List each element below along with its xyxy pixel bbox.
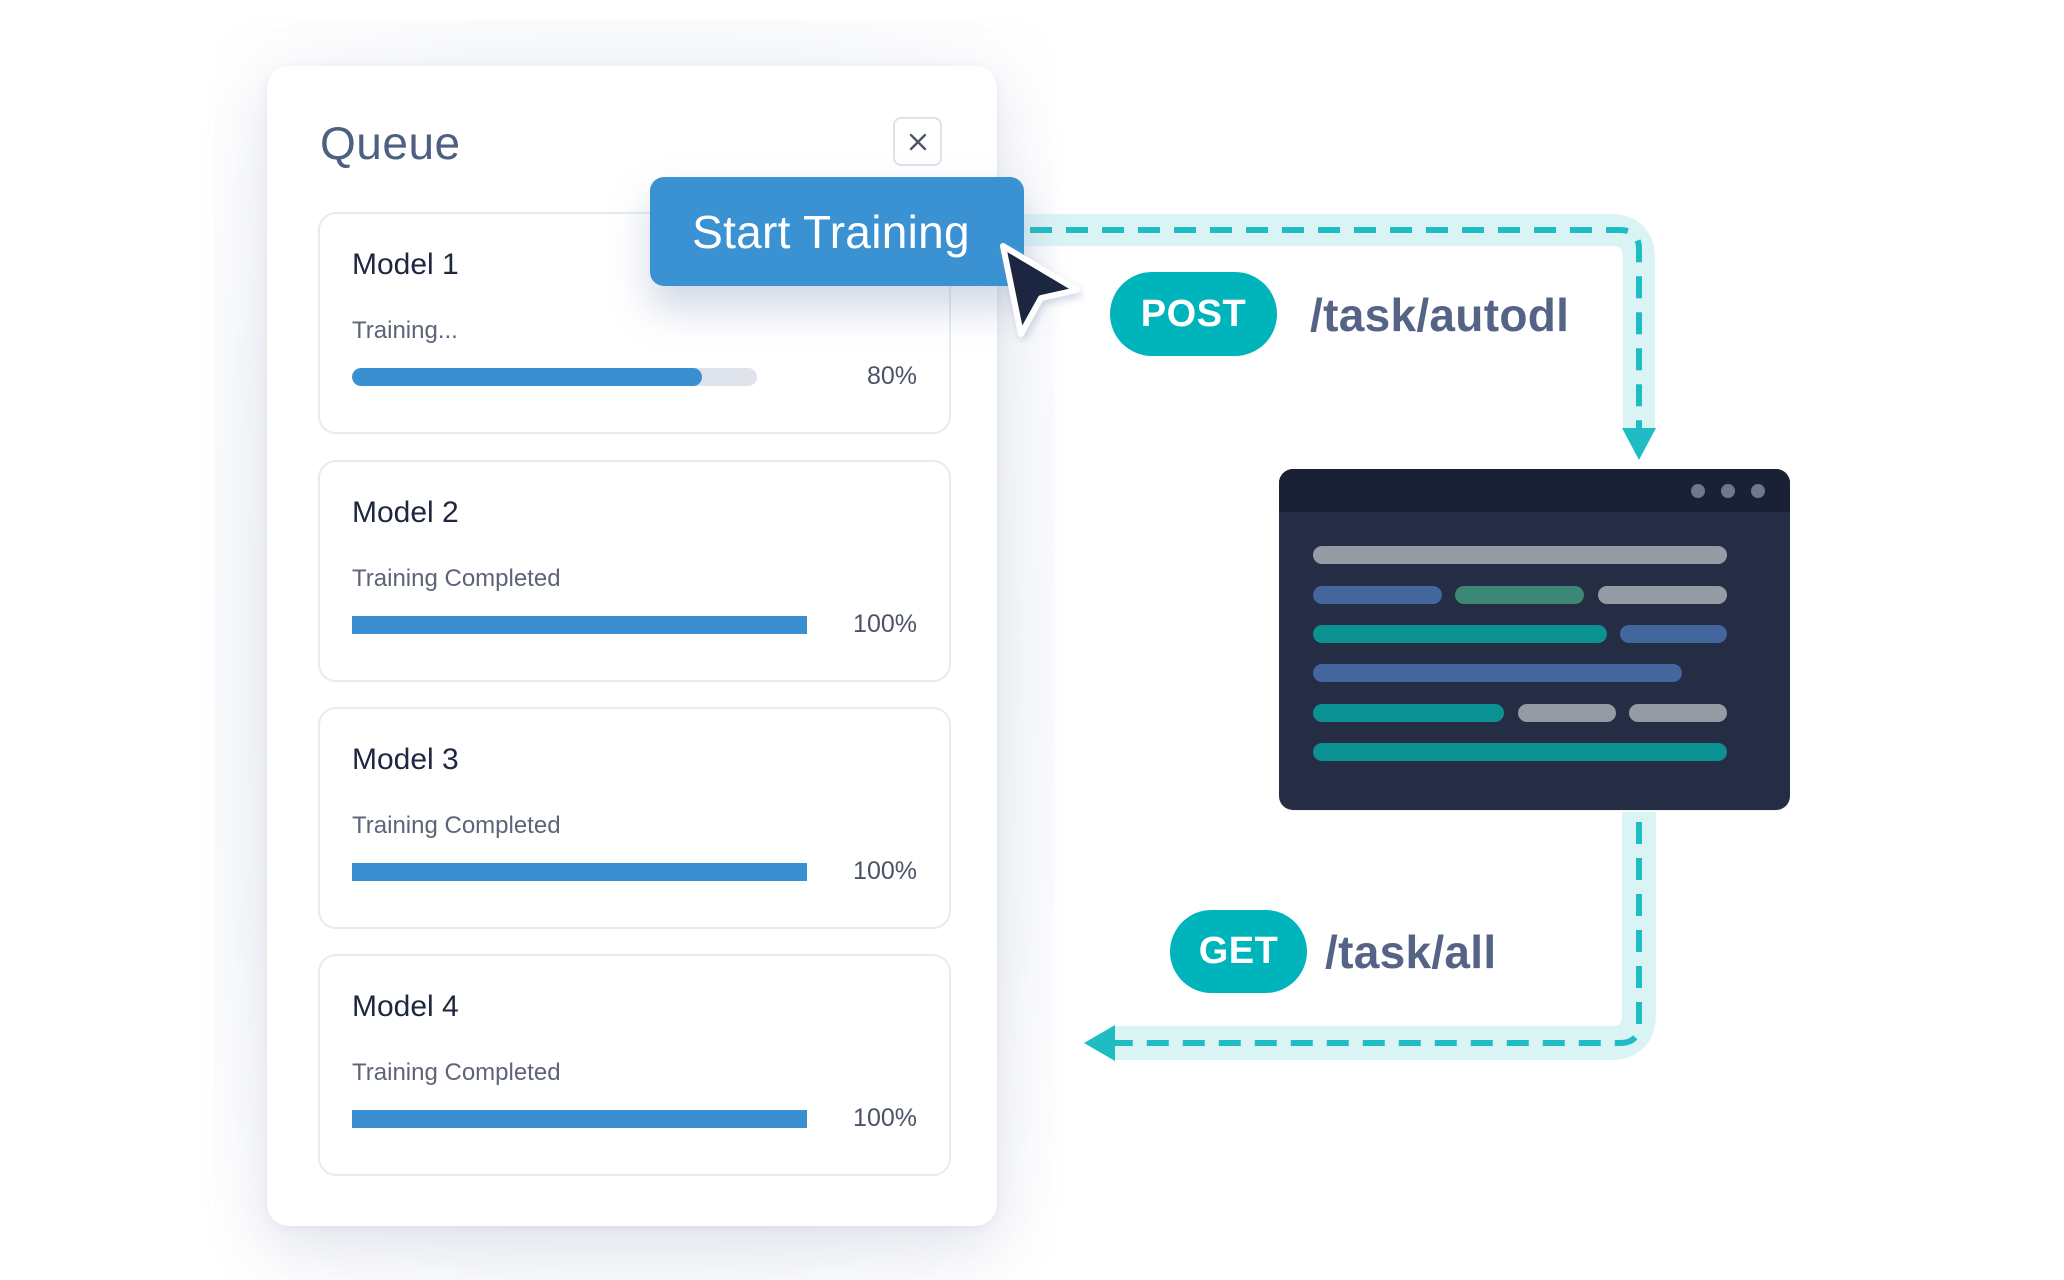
progress-bar bbox=[352, 368, 757, 386]
model-name: Model 4 bbox=[352, 990, 459, 1023]
model-name: Model 2 bbox=[352, 496, 459, 529]
progress-percent: 80% bbox=[866, 362, 917, 390]
model-status: Training... bbox=[352, 317, 458, 344]
model-status: Training Completed bbox=[352, 1059, 561, 1086]
code-line bbox=[1313, 704, 1504, 722]
arrow-down-icon bbox=[1622, 428, 1656, 460]
code-line bbox=[1629, 704, 1727, 722]
code-line bbox=[1313, 586, 1442, 604]
progress-percent: 100% bbox=[853, 1104, 917, 1132]
arrow-left-icon bbox=[1084, 1025, 1115, 1061]
model-card-2[interactable]: Model 2 Training Completed 100% bbox=[318, 460, 951, 682]
window-dot-icon bbox=[1691, 484, 1705, 498]
progress-fill bbox=[352, 368, 702, 386]
code-line bbox=[1598, 586, 1727, 604]
code-line bbox=[1313, 546, 1727, 564]
close-button[interactable] bbox=[893, 117, 942, 166]
panel-title: Queue bbox=[320, 117, 461, 169]
code-line bbox=[1313, 625, 1607, 643]
server-terminal-window bbox=[1279, 469, 1790, 810]
model-name: Model 1 bbox=[352, 248, 459, 281]
model-card-3[interactable]: Model 3 Training Completed 100% bbox=[318, 707, 951, 929]
model-card-4[interactable]: Model 4 Training Completed 100% bbox=[318, 954, 951, 1176]
start-training-button[interactable]: Start Training bbox=[650, 177, 1024, 286]
code-line bbox=[1313, 743, 1727, 761]
code-line bbox=[1518, 704, 1616, 722]
progress-bar bbox=[352, 863, 807, 881]
post-endpoint-path: /task/autodl bbox=[1310, 289, 1570, 341]
close-x-icon bbox=[909, 133, 926, 150]
window-dot-icon bbox=[1751, 484, 1765, 498]
window-dot-icon bbox=[1721, 484, 1735, 498]
progress-percent: 100% bbox=[853, 857, 917, 885]
post-method-badge: POST bbox=[1110, 272, 1277, 356]
get-endpoint-path: /task/all bbox=[1325, 926, 1497, 978]
model-status: Training Completed bbox=[352, 565, 561, 592]
code-line bbox=[1620, 625, 1727, 643]
terminal-title-bar bbox=[1279, 469, 1790, 512]
progress-percent: 100% bbox=[853, 610, 917, 638]
get-method-badge: GET bbox=[1170, 910, 1307, 993]
progress-bar bbox=[352, 1110, 807, 1128]
code-line bbox=[1455, 586, 1584, 604]
mouse-pointer-icon bbox=[1000, 243, 1080, 337]
progress-bar bbox=[352, 616, 807, 634]
code-line bbox=[1313, 664, 1682, 682]
model-name: Model 3 bbox=[352, 743, 459, 776]
model-status: Training Completed bbox=[352, 812, 561, 839]
